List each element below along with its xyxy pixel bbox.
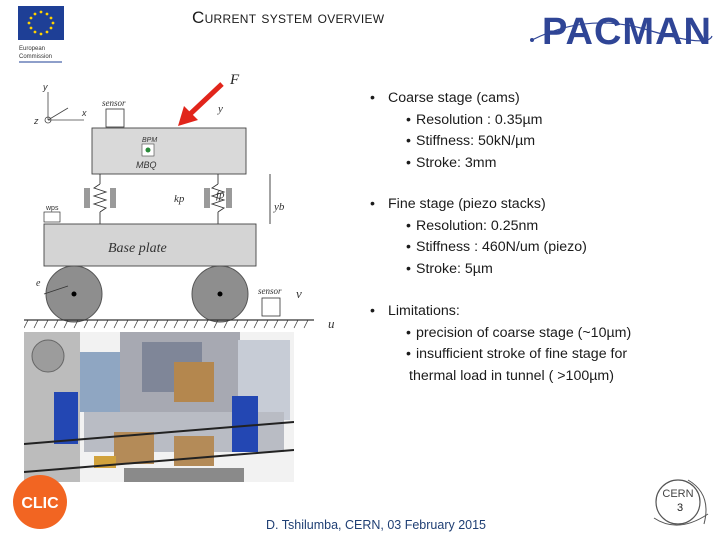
yb-label: yb bbox=[273, 201, 285, 213]
sensor-top-label: sensor bbox=[102, 98, 126, 108]
pacman-text: PACMAN bbox=[542, 11, 712, 53]
base-plate-label: Base plate bbox=[108, 241, 167, 256]
axis-x-label: x bbox=[81, 108, 87, 118]
y-position-label: y bbox=[217, 103, 223, 115]
eu-label-1: European bbox=[19, 46, 45, 52]
cern-logo: CERN bbox=[653, 479, 709, 526]
e-label: e bbox=[36, 278, 41, 289]
fp-label: fp bbox=[216, 189, 225, 201]
footer-credit: D. Tshilumba, CERN, 03 February 2015 bbox=[266, 518, 487, 532]
force-label: F bbox=[229, 72, 240, 88]
slide-title: Current system overview bbox=[192, 8, 385, 27]
bullet-heading-fine: Fine stage (piezo stacks) bbox=[368, 194, 713, 216]
cern-text: CERN bbox=[662, 488, 693, 500]
sensor-bottom-label: sensor bbox=[258, 286, 282, 296]
clic-text: CLIC bbox=[21, 495, 59, 512]
axis-y-label: y bbox=[42, 82, 48, 92]
eu-label-2: Commission bbox=[19, 54, 52, 60]
wps-label: wps bbox=[45, 205, 59, 212]
kp-label: kp bbox=[174, 193, 185, 205]
machine-render-image bbox=[24, 332, 294, 482]
bullet-item: Resolution : 0.35µm bbox=[368, 110, 713, 132]
bpm-label: BPM bbox=[142, 137, 157, 144]
page-number: 3 bbox=[677, 502, 684, 514]
pacman-logo: PACMAN bbox=[530, 11, 713, 53]
bullet-item: Stroke: 3mm bbox=[368, 153, 713, 175]
base-plate bbox=[43, 223, 257, 267]
bullet-item: insufficient stroke of fine stage for bbox=[368, 344, 713, 366]
mbq-label: MBQ bbox=[136, 160, 157, 170]
stage-diagram: y z x F sensor y BPM MBQ kp fp yb wps Ba… bbox=[24, 72, 335, 331]
bullet-item: Stiffness : 460N/um (piezo) bbox=[368, 237, 713, 259]
bullet-item: Resolution: 0.25nm bbox=[368, 216, 713, 238]
bullet-heading-coarse: Coarse stage (cams) bbox=[368, 88, 713, 110]
bullet-heading-limitations: Limitations: bbox=[368, 301, 713, 323]
mbq-block bbox=[91, 127, 247, 175]
bullet-item: Stroke: 5µm bbox=[368, 259, 713, 281]
bullet-item: precision of coarse stage (~10µm) bbox=[368, 323, 713, 345]
v-label: v bbox=[296, 286, 302, 301]
u-label: u bbox=[328, 316, 335, 331]
force-arrow-head bbox=[178, 106, 198, 126]
european-commission-logo: European Commission bbox=[18, 6, 64, 63]
bullet-list: Coarse stage (cams) Resolution : 0.35µm … bbox=[368, 88, 713, 387]
bullet-item: Stiffness: 50kN/µm bbox=[368, 131, 713, 153]
bullet-item-continuation: thermal load in tunnel ( >100µm) bbox=[409, 367, 614, 384]
axis-z-label: z bbox=[33, 116, 39, 126]
clic-logo: CLIC bbox=[13, 475, 67, 529]
